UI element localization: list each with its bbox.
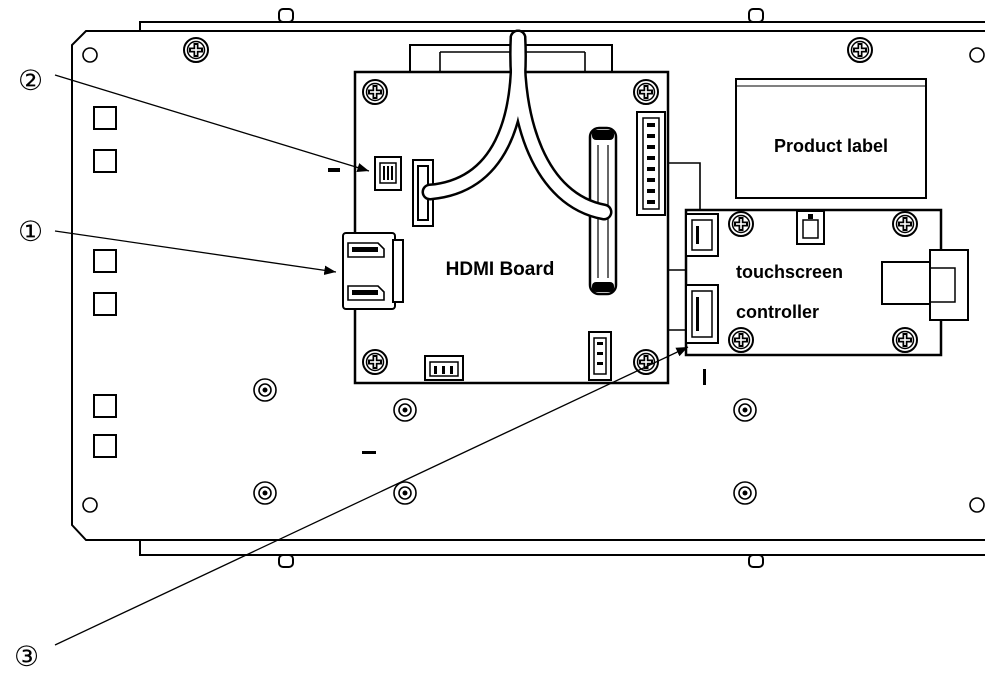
controller-top-component [796,210,825,245]
controller-connector-upper [685,213,719,257]
panel-screw [183,37,209,63]
product-label-box [735,78,927,199]
top-flange [139,21,985,30]
controller-screw [728,211,754,237]
top-cap-left [278,8,294,23]
bottom-connector-right [588,331,612,381]
touchscreen-label-line2: controller [736,302,819,322]
standoff [733,481,757,505]
hdmi-board: HDMI Board [342,29,670,385]
bottom-cap-right [748,554,764,568]
board-screw [633,79,659,105]
controller-side-connector [881,249,969,321]
controller-connector-3 [685,284,719,344]
mount-hole [82,497,98,513]
interboard-wires [668,162,701,331]
connector-2-jst [374,156,402,191]
wire [668,162,701,212]
controller-screw [892,211,918,237]
square-cutout [93,394,117,418]
callout-1: ① [18,215,43,248]
leader-arrow-1 [54,230,337,275]
standoff [393,398,417,422]
square-cutout [93,106,117,130]
standoff [393,481,417,505]
mount-hole [969,47,985,63]
panel-screw [847,37,873,63]
bottom-cap-left [278,554,294,568]
square-cutout [93,249,117,273]
square-cutout [93,434,117,458]
controller-screw [892,327,918,353]
square-cutout [93,149,117,173]
ribbon-cable [421,29,613,221]
rear-panel [71,8,985,568]
tick-mark [703,369,706,385]
touchscreen-label-line1: touchscreen [736,262,843,282]
controller-screw [728,327,754,353]
panel-outline [71,30,985,541]
touchscreen-controller-board: touchscreen controller [684,208,969,357]
callouts: ② ① ③ [14,64,689,673]
board-screw [362,79,388,105]
tick-mark [328,168,340,172]
leader-arrow-3 [54,346,689,646]
top-cap-right [748,8,764,23]
product-label-text: Product label [774,136,888,156]
standoff [253,378,277,402]
leader-arrow-2 [54,74,370,173]
board-screw [362,349,388,375]
right-pin-header [636,111,666,216]
tick-mark [362,451,376,454]
hdmi-port [342,232,404,310]
callout-3: ③ [14,640,39,673]
product-label-area: Product label [735,78,927,199]
standoff [253,481,277,505]
standoff [733,398,757,422]
mount-hole [969,497,985,513]
mount-hole [82,47,98,63]
callout-2: ② [18,64,43,97]
bottom-connector-left [424,355,464,381]
square-cutout [93,292,117,316]
hdmi-board-label: HDMI Board [446,259,555,280]
bottom-flange [139,540,985,556]
